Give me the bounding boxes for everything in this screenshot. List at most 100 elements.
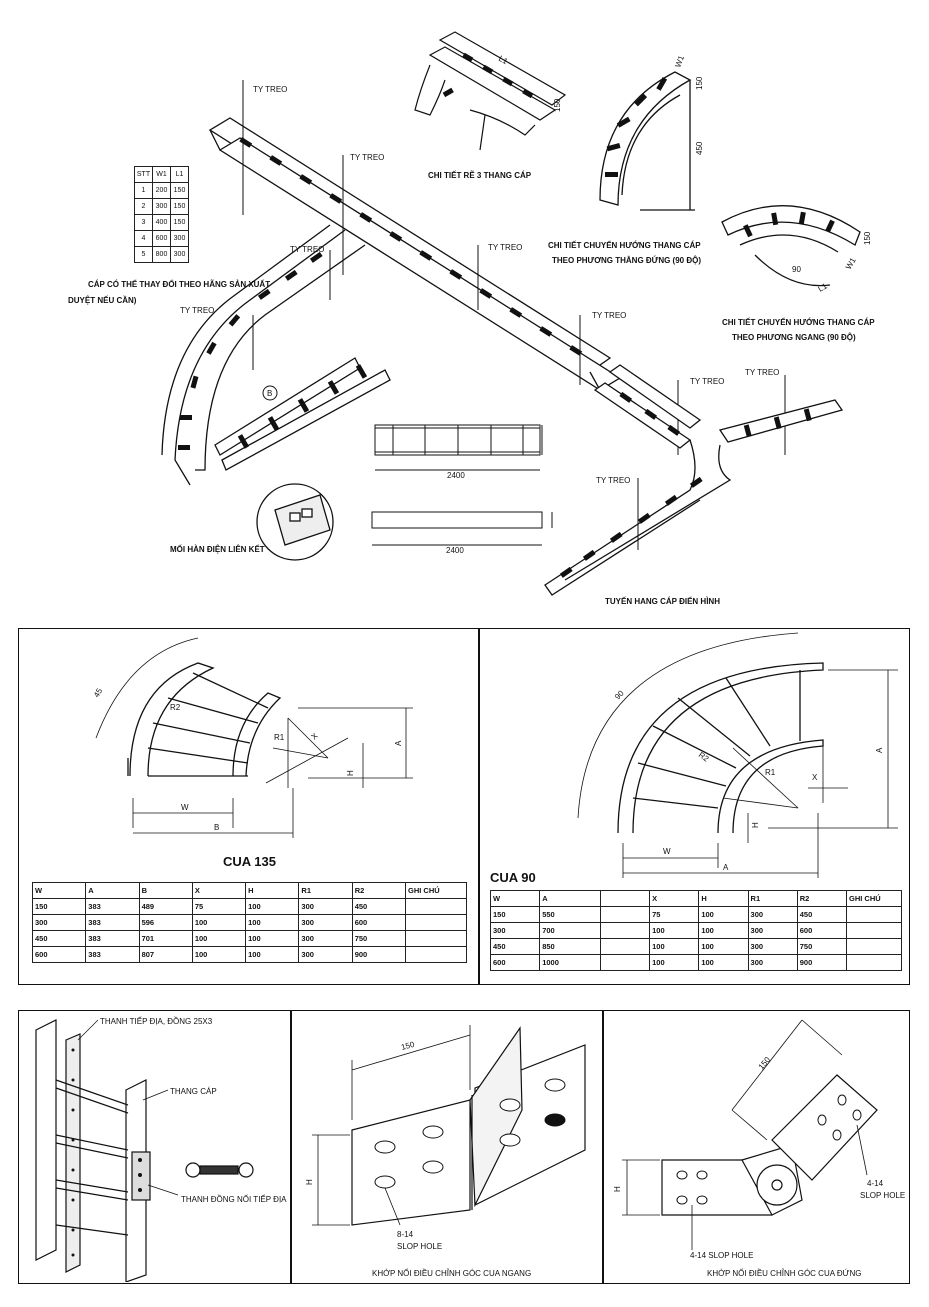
vertical-bend-label-1: CHI TIẾT CHUYỂN HƯỚNG THANG CÁP — [548, 240, 701, 250]
top-drawing: TY TREO TY TREO TY TREO TY TREO TY TREO … — [68, 31, 875, 606]
svg-text:H: H — [346, 770, 355, 776]
earthing-panel — [18, 1010, 292, 1284]
earth-connector — [185, 1162, 254, 1178]
typical-route-label: TUYẾN HANG CÁP ĐIỂN HÌNH — [605, 596, 720, 606]
svg-text:150: 150 — [863, 231, 872, 245]
svg-text:90: 90 — [792, 265, 801, 274]
svg-text:R2: R2 — [170, 703, 181, 712]
svg-text:H: H — [305, 1179, 314, 1185]
cua135-angle: 45 — [92, 686, 105, 699]
svg-text:2400: 2400 — [446, 546, 464, 555]
svg-text:B: B — [267, 389, 272, 398]
tray-label: THANG CÁP — [170, 1087, 217, 1096]
tee-detail-label: CHI TIẾT RẼ 3 THANG CÁP — [428, 170, 532, 180]
svg-text:TY TREO: TY TREO — [180, 306, 214, 315]
svg-text:2400: 2400 — [447, 471, 465, 480]
ladder-side-view — [371, 511, 553, 546]
svg-text:4-14: 4-14 — [867, 1179, 884, 1188]
vertical-joint-panel — [602, 1010, 910, 1284]
callout-b — [262, 385, 278, 401]
main-ladder-rungs — [239, 137, 583, 356]
vertical-joint-drawing: 150 H 4-14 SLOP HOLE 4-14 SLOP HOLE KHỚP… — [613, 1019, 905, 1278]
note-line1: CÁP CÓ THỂ THAY ĐỔI THEO HÃNG SẢN XUẤT — [88, 279, 270, 289]
stt-header: W1 — [152, 166, 171, 183]
cua90-drawing: 90 R2 R1 X H A W A CUA 90 — [490, 632, 898, 885]
earth-bar-label: THANH ĐỒNG NỐI TIẾP ĐỊA — [181, 1194, 287, 1204]
horizontal-joint-drawing: 150 H 8-14 SLOP HOLE KHỚP NỐI ĐIỀU CHỈNH… — [305, 1025, 586, 1278]
svg-text:SLOP HOLE: SLOP HOLE — [397, 1242, 442, 1251]
svg-text:W1: W1 — [844, 256, 858, 271]
svg-text:X: X — [812, 773, 818, 782]
svg-text:TY TREO: TY TREO — [690, 377, 724, 386]
horizontal-bend-drawing — [721, 205, 861, 287]
svg-text:W: W — [663, 847, 671, 856]
svg-text:A: A — [723, 863, 729, 872]
svg-text:TY TREO: TY TREO — [488, 243, 522, 252]
svg-text:W1: W1 — [673, 54, 686, 69]
tee-dim-150: 150 — [553, 98, 562, 112]
svg-text:A: A — [875, 747, 884, 753]
hanger-labels: TY TREO TY TREO TY TREO TY TREO TY TREO … — [180, 85, 779, 485]
branch-ladder — [161, 224, 366, 486]
horizontal-joint-label: KHỚP NỐI ĐIỀU CHỈNH GÓC CUA NGANG — [372, 1268, 531, 1278]
branch-ladder-rungs — [178, 251, 323, 450]
svg-text:TY TREO: TY TREO — [596, 476, 630, 485]
svg-text:H: H — [613, 1186, 622, 1192]
straight-ladder-small — [214, 357, 391, 471]
tee-detail-drawing — [414, 31, 567, 151]
cua90-panel — [478, 628, 910, 985]
svg-text:X: X — [310, 731, 320, 742]
vertical-bend-label-2: THEO PHƯƠNG THẲNG ĐỨNG (90 ĐỘ) — [552, 256, 701, 265]
svg-text:B: B — [214, 823, 219, 832]
svg-text:TY TREO: TY TREO — [745, 368, 779, 377]
cua135-drawing: 45 R2 R1 X H A W B CUA 135 — [92, 637, 413, 868]
slot-hole-4-label: 4-14 SLOP HOLE — [690, 1251, 753, 1260]
cua135-panel — [18, 628, 480, 985]
svg-text:TY TREO: TY TREO — [592, 311, 626, 320]
cua90-title: CUA 90 — [490, 870, 536, 885]
vertical-bend-drawing — [599, 71, 695, 211]
weld-detail-label: MỐI HÀN ĐIỆN LIÊN KẾT — [170, 544, 265, 554]
horizontal-bend-label-1: CHI TIẾT CHUYỂN HƯỚNG THANG CÁP — [722, 317, 875, 327]
svg-text:R2: R2 — [697, 750, 711, 764]
svg-text:R1: R1 — [765, 768, 776, 777]
svg-text:H: H — [751, 822, 760, 828]
note-line2: DUYỆT NẾU CẦN) — [68, 295, 137, 305]
svg-text:150: 150 — [757, 1055, 773, 1071]
svg-text:L1: L1 — [817, 281, 830, 294]
right-tee-assembly — [544, 364, 844, 596]
slot-hole-8-label: 8-14 — [397, 1230, 414, 1239]
weld-detail — [256, 483, 334, 561]
cua135-title: CUA 135 — [223, 854, 276, 868]
svg-text:R1: R1 — [274, 733, 285, 742]
svg-text:TY TREO: TY TREO — [290, 245, 324, 254]
svg-text:W: W — [181, 803, 189, 812]
svg-text:A: A — [394, 740, 403, 746]
svg-text:TY TREO: TY TREO — [253, 85, 287, 94]
earthing-drawing: THANH TIẾP ĐỊA, ĐỒNG 25X3 THANG CÁP THAN… — [35, 1016, 287, 1282]
stt-header: STT — [134, 166, 153, 183]
vertical-joint-label: KHỚP NỐI ĐIỀU CHỈNH GÓC CUA ĐỨNG — [707, 1268, 861, 1278]
svg-text:450: 450 — [695, 141, 704, 155]
svg-text:SLOP HOLE: SLOP HOLE — [860, 1191, 905, 1200]
svg-text:150: 150 — [695, 76, 704, 90]
ladder-top-view — [374, 424, 543, 471]
horizontal-bend-label-2: THEO PHƯƠNG NGANG (90 ĐỘ) — [732, 333, 856, 342]
horizontal-joint-panel — [290, 1010, 604, 1284]
svg-text:150: 150 — [400, 1040, 416, 1052]
